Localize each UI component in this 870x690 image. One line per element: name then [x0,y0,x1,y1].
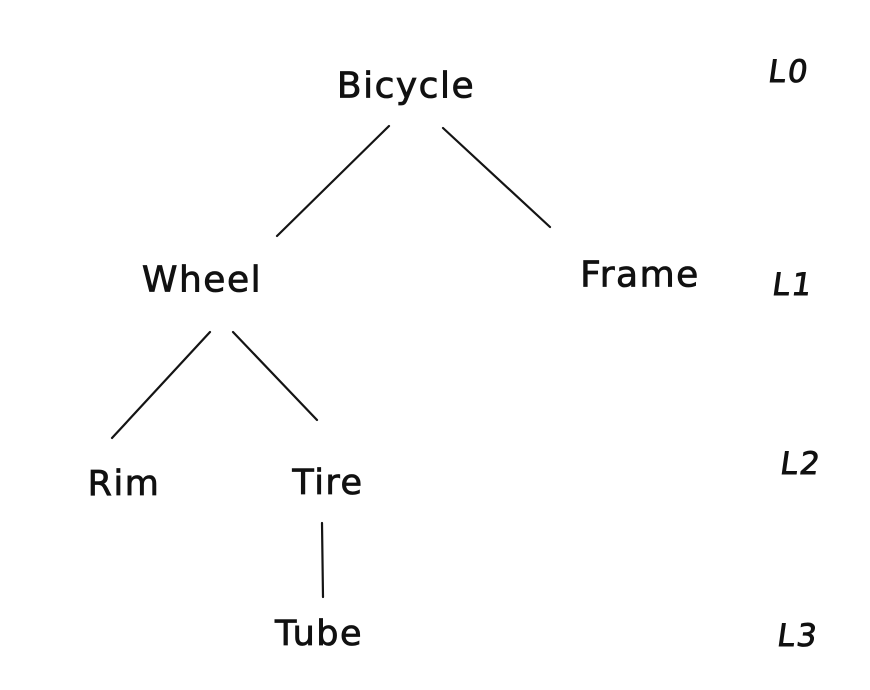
level-label-l1: L1 [769,267,817,304]
edge-wheel-rim [110,330,212,440]
tree-node-tube: Tube [275,614,363,655]
edge-wheel-tire [231,330,319,422]
edge-bicycle-wheel [275,124,391,238]
level-label-l2: L2 [777,446,825,483]
level-label-l0: L0 [765,54,813,91]
edge-bicycle-frame [441,126,552,229]
tree-node-wheel: Wheel [141,259,263,301]
edge-tire-tube [320,521,325,599]
level-label-l3: L3 [774,618,822,655]
tree-node-frame: Frame [580,254,700,296]
tree-node-rim: Rim [87,464,161,505]
tree-node-tire: Tire [292,463,364,504]
tree-node-bicycle: Bicycle [336,65,476,107]
